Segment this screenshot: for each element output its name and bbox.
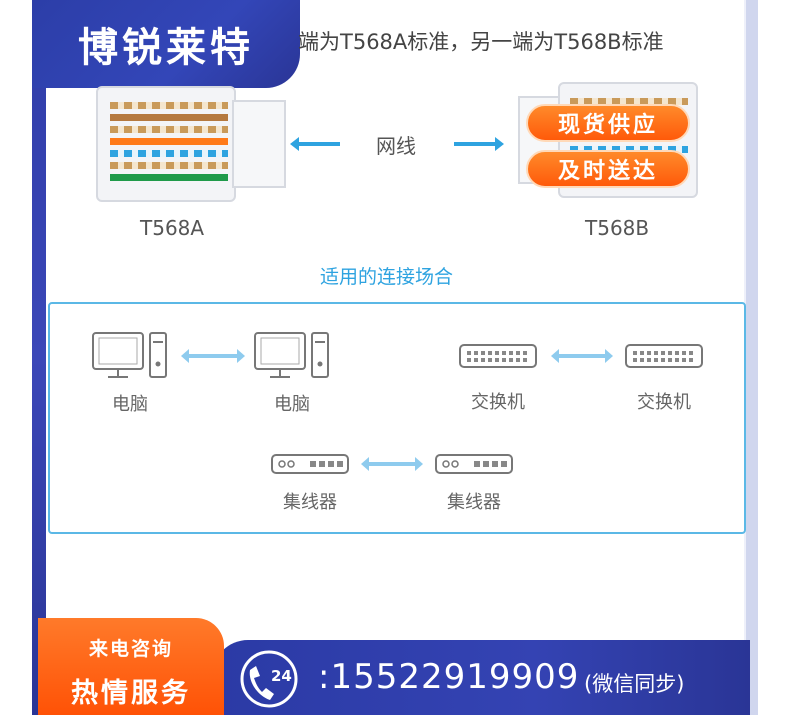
connector-t568a-image — [96, 80, 286, 208]
double-arrow-icon — [551, 349, 613, 363]
wire-white-blue — [570, 146, 688, 153]
phone-24h-icon: 24 — [240, 650, 298, 708]
badge-24-text: 24 — [271, 667, 292, 685]
promo-badge-stock: 现货供应 — [526, 104, 690, 142]
device-label: 交换机 — [471, 392, 525, 413]
brand-header: 博锐莱特 — [32, 0, 300, 88]
hotline-bottom-text: 热情服务 — [71, 678, 191, 709]
scenarios-title: 适用的连接场合 — [320, 266, 454, 288]
double-arrow-icon — [181, 349, 245, 363]
switch-icon — [459, 344, 537, 368]
computer-left: 电脑 — [90, 330, 170, 416]
t568a-label: T568A — [140, 216, 205, 240]
device-label: 电脑 — [112, 394, 148, 415]
device-label: 集线器 — [447, 492, 501, 513]
scenarios-panel: 电脑 电脑 交换机 — [48, 302, 746, 534]
hub-right: 集线器 — [434, 452, 514, 514]
wire-white-orange — [110, 162, 228, 169]
device-label: 电脑 — [274, 394, 310, 415]
phone-note: (微信同步) — [584, 672, 685, 696]
connector-cap — [232, 100, 286, 188]
promo-badge-delivery: 及时送达 — [526, 150, 690, 188]
wire-orange — [110, 138, 228, 145]
wire-white-brown — [570, 98, 688, 105]
wire-white-green — [110, 126, 228, 133]
switch-right: 交换机 — [624, 342, 704, 414]
phone-number[interactable]: :15522919909 — [318, 657, 580, 697]
brand-name: 博锐莱特 — [78, 25, 254, 71]
hub-icon — [435, 454, 513, 474]
hub-icon — [271, 454, 349, 474]
right-arrow-icon — [454, 137, 504, 151]
wire-white-brown — [110, 102, 228, 109]
hub-left: 集线器 — [270, 452, 350, 514]
cable-label: 网线 — [376, 134, 416, 158]
device-label: 集线器 — [283, 492, 337, 513]
left-arrow-icon — [290, 137, 340, 151]
standard-description: 端为T568A标准，另一端为T568B标准 — [298, 30, 664, 54]
computer-icon — [254, 332, 329, 378]
computer-icon — [92, 332, 167, 378]
t568b-label: T568B — [585, 216, 650, 240]
switch-left: 交换机 — [458, 342, 538, 414]
left-border — [32, 0, 46, 715]
computer-right: 电脑 — [252, 330, 332, 416]
device-label: 交换机 — [637, 392, 691, 413]
hotline-top-text: 来电咨询 — [88, 638, 173, 660]
wire-green — [110, 174, 228, 181]
wire-brown — [110, 114, 228, 121]
wire-white-blue — [110, 150, 228, 157]
right-border — [746, 0, 758, 715]
switch-icon — [625, 344, 703, 368]
hotline-box: 来电咨询 热情服务 — [38, 618, 224, 715]
double-arrow-icon — [361, 457, 423, 471]
contact-bar — [212, 640, 750, 715]
